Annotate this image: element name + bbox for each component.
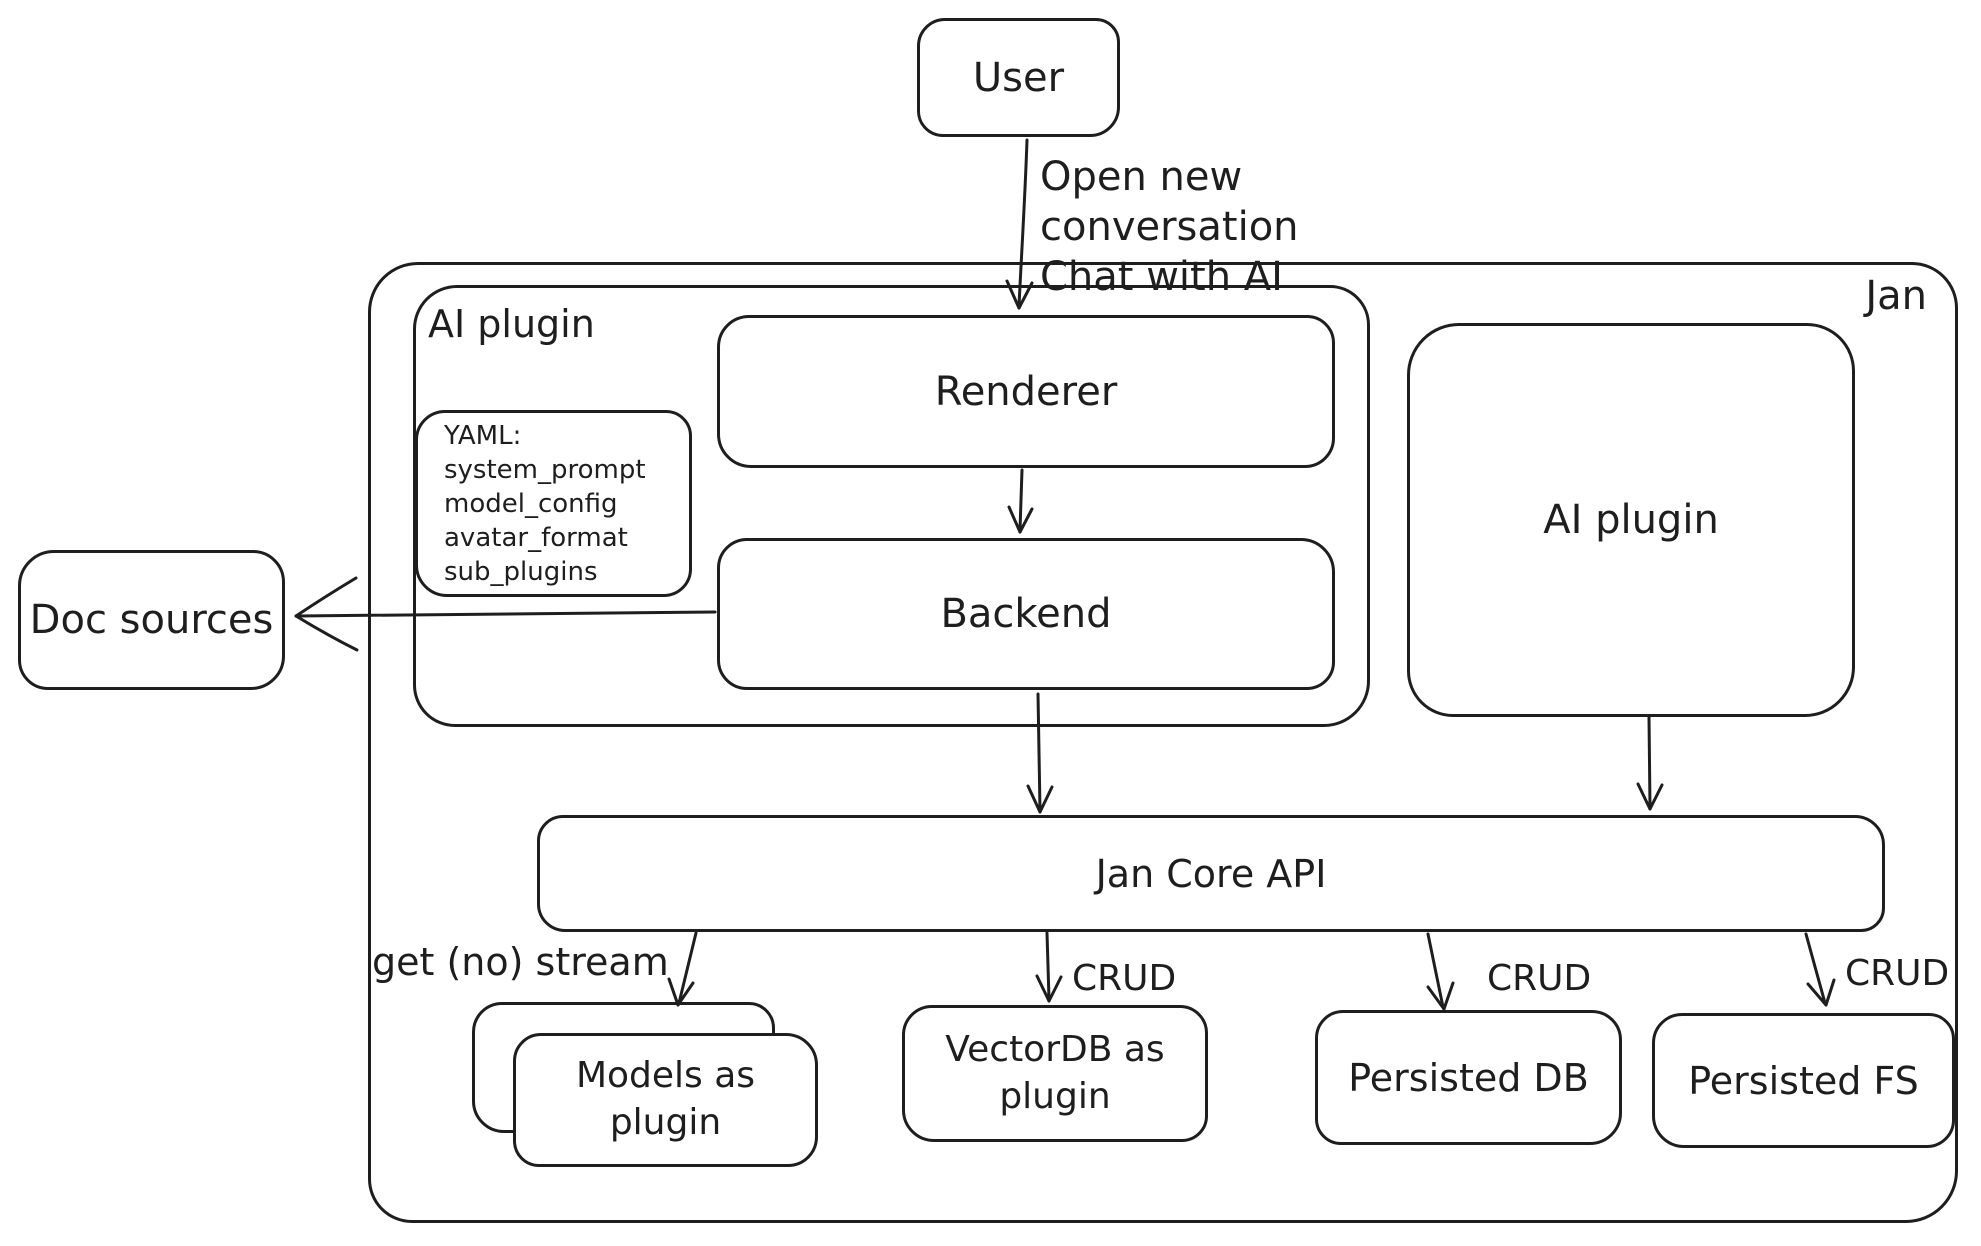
node-models-plugin-label: Models as plugin: [575, 1055, 756, 1143]
node-renderer: Renderer: [717, 315, 1335, 468]
yaml-line: sub_plugins: [444, 556, 598, 587]
node-vectordb-plugin-label: VectorDB as plugin: [945, 1028, 1165, 1117]
node-persisted-fs: Persisted FS: [1652, 1013, 1955, 1148]
node-yaml-note: YAML: system_prompt model_config avatar_…: [415, 410, 692, 597]
edge-label-open-conversation: Open new conversation: [1040, 154, 1299, 250]
edge-label-crud-vectordb: CRUD: [1072, 958, 1177, 999]
node-ai-plugin-right: AI plugin: [1407, 323, 1855, 717]
jan-container: Jan: [368, 262, 1958, 1223]
node-doc-sources: Doc sources: [18, 550, 285, 690]
yaml-line: model_config: [444, 488, 618, 519]
edge-label-crud-persisted-fs: CRUD: [1845, 953, 1950, 994]
node-persisted-db-label: Persisted DB: [1348, 1055, 1589, 1100]
node-backend-label: Backend: [940, 591, 1112, 637]
yaml-line: system_prompt: [444, 454, 646, 485]
edge-label-get-no-stream: get (no) stream: [372, 940, 669, 984]
ai-plugin-group-label: AI plugin: [428, 302, 595, 346]
edge-label-chat-with-ai: Chat with AI: [1040, 254, 1283, 300]
yaml-note-lines: YAML: system_prompt model_config avatar_…: [418, 419, 689, 589]
edge-label-user-to-renderer: Open new conversation Chat with AI: [1040, 152, 1500, 302]
node-persisted-fs-label: Persisted FS: [1688, 1058, 1919, 1103]
node-ai-plugin-right-label: AI plugin: [1543, 497, 1719, 543]
node-jan-core-api: Jan Core API: [537, 815, 1885, 932]
yaml-line: YAML:: [444, 420, 522, 451]
node-user: User: [917, 18, 1120, 137]
node-backend: Backend: [717, 538, 1335, 690]
node-persisted-db: Persisted DB: [1315, 1010, 1622, 1145]
yaml-line: avatar_format: [444, 522, 628, 553]
node-jan-core-api-label: Jan Core API: [1095, 851, 1327, 896]
node-doc-sources-label: Doc sources: [29, 597, 274, 643]
node-renderer-label: Renderer: [934, 368, 1118, 415]
ai-plugin-group: AI plugin: [413, 285, 1370, 727]
node-user-label: User: [972, 54, 1065, 101]
jan-container-label: Jan: [1865, 273, 1927, 319]
edge-label-crud-persisted-db: CRUD: [1487, 958, 1592, 999]
node-vectordb-plugin: VectorDB as plugin: [902, 1005, 1208, 1142]
node-models-plugin: Models as plugin: [513, 1033, 818, 1167]
